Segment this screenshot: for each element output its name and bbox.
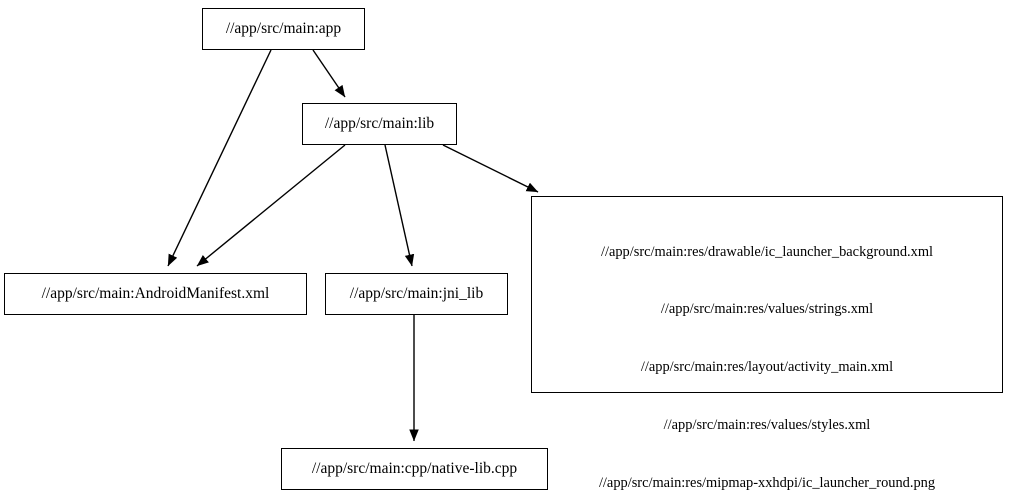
node-lib[interactable]: //app/src/main:lib bbox=[302, 103, 457, 145]
edge-lib-to-manifest bbox=[196, 144, 346, 267]
node-app[interactable]: //app/src/main:app bbox=[202, 8, 365, 50]
res-line: //app/src/main:res/mipmap-xxhdpi/ic_laun… bbox=[598, 475, 936, 492]
node-native-lib-cpp[interactable]: //app/src/main:cpp/native-lib.cpp bbox=[281, 448, 548, 490]
node-app-label: //app/src/main:app bbox=[225, 20, 342, 38]
node-jni-lib[interactable]: //app/src/main:jni_lib bbox=[325, 273, 508, 315]
res-line: //app/src/main:res/values/strings.xml bbox=[660, 301, 874, 318]
node-res-group[interactable]: //app/src/main:res/drawable/ic_launcher_… bbox=[531, 196, 1003, 491]
res-line: //app/src/main:res/values/styles.xml bbox=[663, 417, 871, 434]
edge-app-to-lib bbox=[312, 49, 346, 98]
res-line: //app/src/main:res/drawable/ic_launcher_… bbox=[600, 243, 934, 260]
res-line: //app/src/main:res/layout/activity_main.… bbox=[640, 359, 894, 376]
node-android-manifest-label: //app/src/main:AndroidManifest.xml bbox=[41, 285, 270, 303]
node-android-manifest[interactable]: //app/src/main:AndroidManifest.xml bbox=[4, 273, 307, 315]
node-native-lib-cpp-label: //app/src/main:cpp/native-lib.cpp bbox=[311, 460, 518, 478]
edge-lib-to-jni-lib bbox=[384, 144, 415, 267]
node-jni-lib-label: //app/src/main:jni_lib bbox=[349, 285, 484, 303]
edge-app-to-manifest bbox=[167, 49, 272, 267]
node-lib-label: //app/src/main:lib bbox=[324, 115, 435, 133]
edge-lib-to-res bbox=[442, 144, 539, 193]
